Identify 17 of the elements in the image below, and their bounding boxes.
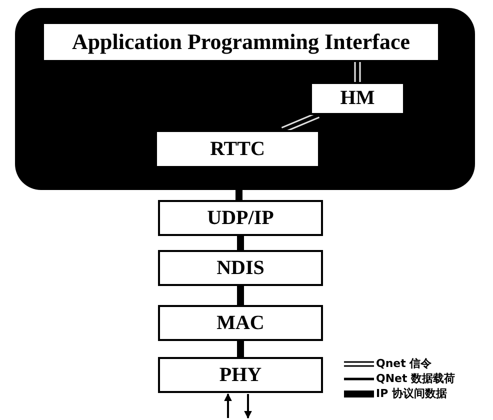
layer-box: PHY bbox=[158, 357, 323, 393]
connector-line bbox=[237, 236, 244, 250]
legend-label: Qnet 信令 bbox=[376, 356, 432, 371]
legend-label: QNet 数据载荷 bbox=[376, 371, 456, 386]
layer-box: Application Programming Interface bbox=[42, 22, 440, 62]
arrow bbox=[224, 393, 232, 418]
layer-box: RTTC bbox=[155, 130, 320, 168]
connector-line bbox=[237, 341, 244, 357]
layer-box: HM bbox=[310, 82, 405, 115]
layer-box: MAC bbox=[158, 305, 323, 341]
panel-background bbox=[15, 8, 475, 190]
layer-box: UDP/IP bbox=[158, 200, 323, 236]
connector-line bbox=[237, 286, 244, 305]
legend-label: IP 协议间数据 bbox=[376, 386, 447, 401]
layer-box: NDIS bbox=[158, 250, 323, 286]
connector-line bbox=[354, 61, 361, 83]
arrow bbox=[244, 394, 252, 419]
